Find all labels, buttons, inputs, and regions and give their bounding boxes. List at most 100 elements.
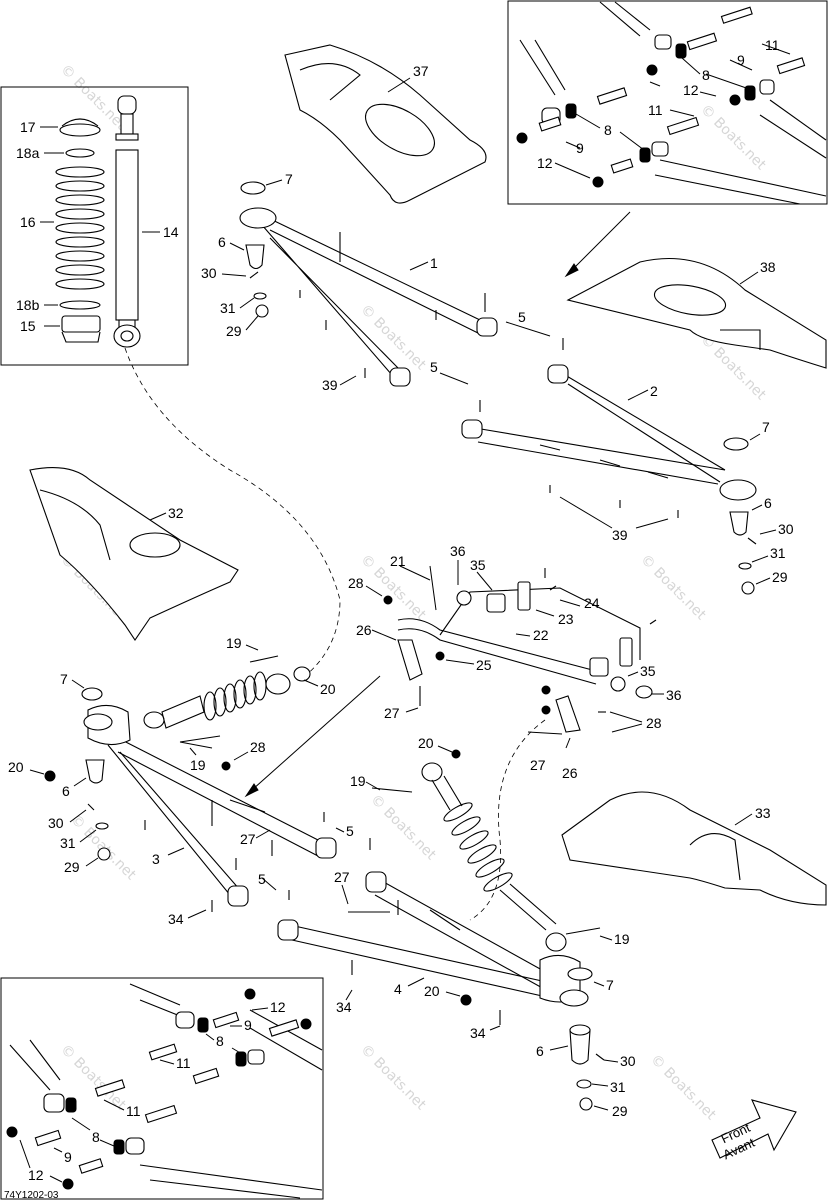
callout-27-a: 27 xyxy=(384,705,400,721)
lower-right-arm-4: 4 xyxy=(277,871,589,1025)
callout-28-a: 28 xyxy=(348,575,364,591)
callout-33: 33 xyxy=(755,805,771,821)
shock-absorber-14 xyxy=(113,95,141,348)
callout-36-b: 36 xyxy=(666,687,682,703)
callout-5-upper-b: 5 xyxy=(430,359,438,375)
callout-28-b: 28 xyxy=(646,715,662,731)
upper-a-arm-1: 1 xyxy=(239,207,498,387)
callout-38: 38 xyxy=(760,259,776,275)
callout-20-b: 20 xyxy=(320,681,336,697)
callout-19-d: 19 xyxy=(614,931,630,947)
callout-34-b: 34 xyxy=(336,999,352,1015)
callout-31-lower-left: 31 xyxy=(60,835,76,851)
callout-11-lower-b: 11 xyxy=(126,1103,141,1119)
callout-20-c: 20 xyxy=(418,735,434,751)
shock-left-lower xyxy=(143,655,311,743)
callout-6-lower-right: 6 xyxy=(536,1043,544,1059)
callout-31-upper-right: 31 xyxy=(770,545,786,561)
shock-detail-panel: 17 18a 16 14 18b 15 xyxy=(0,86,189,366)
callout-36-a: 36 xyxy=(450,543,466,559)
callout-9-upper-a: 9 xyxy=(737,52,745,68)
callout-7-lower-right: 7 xyxy=(606,977,614,993)
callout-12-lower-a: 12 xyxy=(270,999,286,1015)
callout-29-lower-left: 29 xyxy=(64,859,80,875)
callout-28-lower: 28 xyxy=(250,739,266,755)
callout-27-lower-b: 27 xyxy=(334,869,350,885)
upper-a-arm-2: 2 xyxy=(461,364,757,518)
diagram-code: 74Y1202-03 xyxy=(4,1190,59,1200)
callout-39-upper-left: 39 xyxy=(322,377,338,393)
watermark-8: © Boats.net xyxy=(637,552,709,624)
callout-12-lower-b: 12 xyxy=(28,1167,44,1183)
callout-19-b: 19 xyxy=(190,757,206,773)
shock-detail-frame xyxy=(0,86,189,366)
callout-9-lower-b: 9 xyxy=(64,1149,72,1165)
upper-left-hardware: 7 6 30 31 29 39 5 5 xyxy=(201,171,564,412)
callout-29-lower-right: 29 xyxy=(612,1103,628,1119)
callout-19-c: 19 xyxy=(350,773,366,789)
callout-11-upper-a: 11 xyxy=(765,37,780,53)
front-direction-arrow: Front Avant xyxy=(711,1099,797,1162)
callout-20-a: 20 xyxy=(8,759,24,775)
callout-18b: 18b xyxy=(16,297,40,313)
watermark-13: © Boats.net xyxy=(357,1042,429,1114)
upper-right-hardware: 7 6 30 31 29 39 xyxy=(559,419,794,595)
watermark-14: © Boats.net xyxy=(647,1052,719,1124)
callout-12-upper-a: 12 xyxy=(683,82,699,98)
callout-27-b: 27 xyxy=(530,757,546,773)
callout-4: 4 xyxy=(394,981,402,997)
callout-11-upper-b: 11 xyxy=(648,102,663,118)
callout-11-lower-a: 11 xyxy=(176,1055,191,1071)
callout-34-c: 34 xyxy=(470,1025,486,1041)
lower-bushing-frame xyxy=(0,977,324,1200)
retainer-18a xyxy=(65,148,95,158)
callout-9-upper-b: 9 xyxy=(576,140,584,156)
shock-reference-line xyxy=(124,347,341,681)
callout-8-upper-b: 8 xyxy=(604,122,612,138)
sway-bar-assembly xyxy=(383,568,657,735)
callout-27-lower-a: 27 xyxy=(240,831,256,847)
watermark-3: © Boats.net xyxy=(697,102,769,174)
callout-12-upper-b: 12 xyxy=(537,155,553,171)
cover-38: 38 xyxy=(566,257,827,369)
callout-35-b: 35 xyxy=(640,663,656,679)
callout-17: 17 xyxy=(20,119,36,135)
callout-5-lower-b: 5 xyxy=(258,871,266,887)
callout-31-lower-right: 31 xyxy=(610,1079,626,1095)
upper-bushing-frame xyxy=(507,0,828,205)
callout-26-b: 26 xyxy=(562,765,578,781)
callout-19-a: 19 xyxy=(226,635,242,651)
shock-right-lower xyxy=(348,762,601,952)
callout-30-lower-left: 30 xyxy=(48,815,64,831)
callout-3: 3 xyxy=(152,851,160,867)
callout-2: 2 xyxy=(650,383,658,399)
callout-23: 23 xyxy=(558,611,574,627)
callout-30-upper-left: 30 xyxy=(201,265,217,281)
lower-left-callouts: 19 20 7 20 6 30 31 29 19 28 27 5 5 34 xyxy=(8,635,371,927)
callout-30-upper-right: 30 xyxy=(778,521,794,537)
lower-left-arm-3: 3 xyxy=(83,704,337,912)
coil-spring-16 xyxy=(55,166,105,290)
callout-15: 15 xyxy=(20,318,36,334)
spring-seat-15 xyxy=(61,315,101,343)
watermark-10: © Boats.net xyxy=(367,792,439,864)
callout-6-upper-left: 6 xyxy=(218,234,226,250)
cover-37: 37 xyxy=(284,44,487,204)
sway-bar-callouts: 36 35 21 28 24 23 26 22 25 35 36 27 28 2… xyxy=(244,543,682,921)
callout-26-a: 26 xyxy=(356,622,372,638)
callout-8-upper-a: 8 xyxy=(702,67,710,83)
callout-30-lower-right: 30 xyxy=(620,1053,636,1069)
callout-37: 37 xyxy=(413,63,429,79)
callout-6-upper-right: 6 xyxy=(764,495,772,511)
callout-20-d: 20 xyxy=(424,983,440,999)
lower-right-callouts: 20 19 27 19 20 7 34 34 6 30 31 29 xyxy=(334,735,636,1119)
retainer-18b xyxy=(59,300,101,310)
callout-8-lower-b: 8 xyxy=(92,1129,100,1145)
callout-1: 1 xyxy=(430,255,438,271)
callout-24: 24 xyxy=(584,595,600,611)
callout-6-lower-left: 6 xyxy=(62,783,70,799)
callout-5-lower-a: 5 xyxy=(346,823,354,839)
callout-8-lower-a: 8 xyxy=(216,1033,224,1049)
